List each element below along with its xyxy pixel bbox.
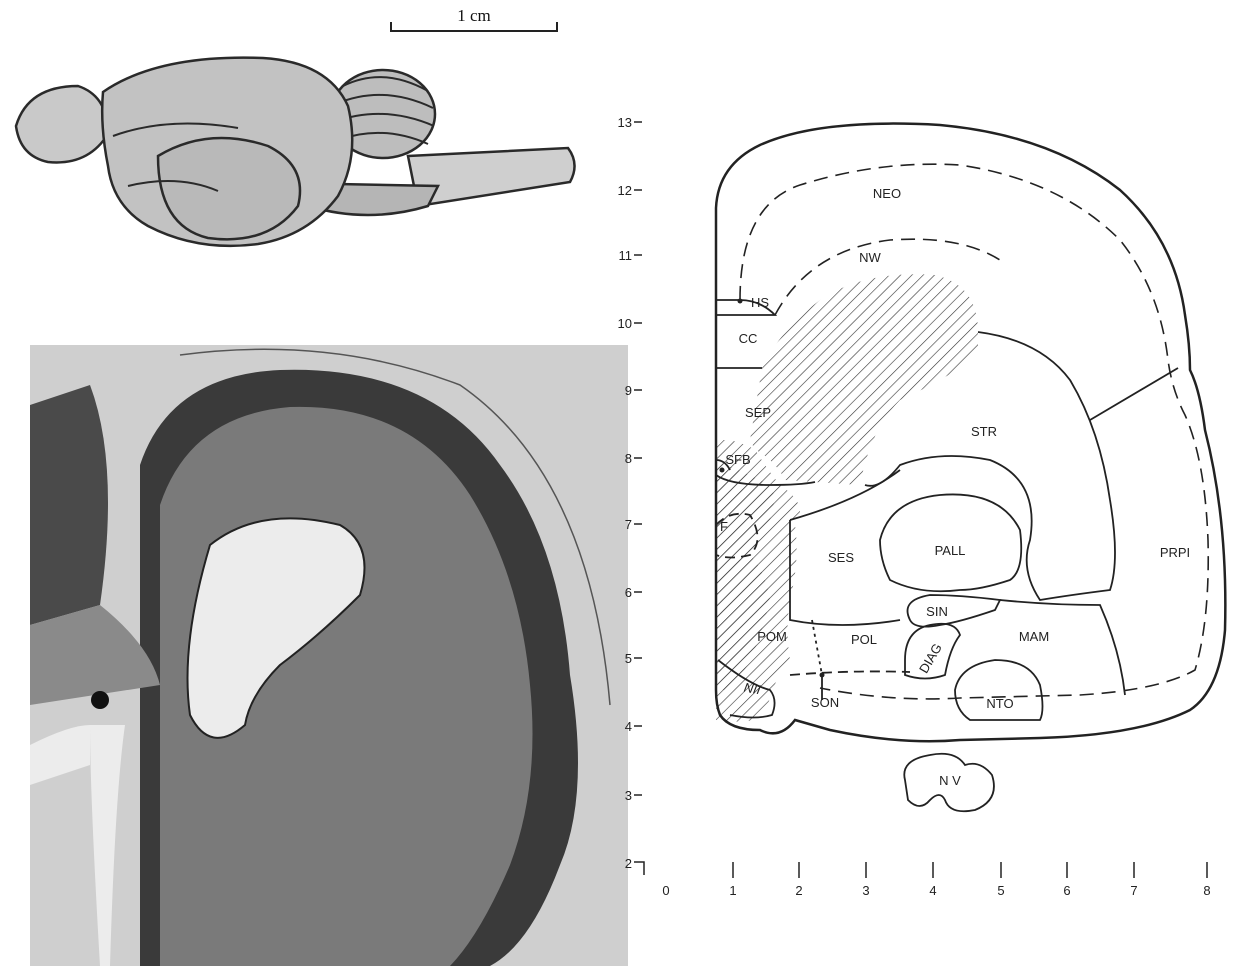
- x-tick-3: 3: [862, 862, 869, 898]
- x-tick-label-5: 5: [997, 883, 1004, 898]
- x-tick-7: 7: [1130, 862, 1137, 898]
- region-label-str: STR: [971, 424, 997, 439]
- x-tick-label-8: 8: [1203, 883, 1210, 898]
- region-label-mam: MAM: [1019, 629, 1049, 644]
- region-label-cc: CC: [739, 331, 758, 346]
- x-tick-label-0: 0: [662, 883, 669, 898]
- region-label-neo: NEO: [873, 186, 901, 201]
- x-tick-8: 8: [1203, 862, 1210, 898]
- region-label-son: SON: [811, 695, 839, 710]
- y-tick-3: 3: [625, 788, 642, 803]
- y-tick-5: 5: [625, 651, 642, 666]
- y-tick-label-7: 7: [625, 517, 632, 532]
- y-tick-8: 8: [625, 451, 642, 466]
- y-tick-label-12: 12: [618, 183, 632, 198]
- region-label-nii: NII: [743, 680, 762, 698]
- x-tick-label-2: 2: [795, 883, 802, 898]
- region-label-pall: PALL: [935, 543, 966, 558]
- region-label-nto: NTO: [986, 696, 1013, 711]
- x-tick-5: 5: [997, 862, 1004, 898]
- y-tick-label-4: 4: [625, 719, 632, 734]
- region-label-nw: NW: [859, 250, 881, 265]
- y-tick-13: 13: [618, 115, 642, 130]
- y-tick-label-3: 3: [625, 788, 632, 803]
- region-label-pom: POM: [757, 629, 787, 644]
- y-tick-2: 2: [625, 856, 644, 875]
- x-tick-label-7: 7: [1130, 883, 1137, 898]
- region-label-ses: SES: [828, 550, 854, 565]
- x-tick-label-1: 1: [729, 883, 736, 898]
- y-tick-12: 12: [618, 183, 642, 198]
- region-label-nv: N V: [939, 773, 961, 788]
- x-tick-6: 6: [1063, 862, 1070, 898]
- x-tick-label-4: 4: [929, 883, 936, 898]
- atlas-diagram: 13 12 11 10 9 8 7 6 5 4 3 2 0 1 2 3 4 5 …: [600, 100, 1237, 966]
- y-tick-label-5: 5: [625, 651, 632, 666]
- sin-boundary: [908, 595, 1001, 627]
- region-label-hs: HS: [751, 295, 769, 310]
- x-tick-label-3: 3: [862, 883, 869, 898]
- x-tick-4: 4: [929, 862, 936, 898]
- region-label-diag: DIAG: [916, 641, 945, 676]
- lower-dashed: [790, 671, 910, 675]
- scale-bar: 1 cm: [388, 6, 560, 36]
- y-tick-label-6: 6: [625, 585, 632, 600]
- y-tick-label-11: 11: [619, 248, 633, 263]
- region-label-sin: SIN: [926, 604, 948, 619]
- region-label-f: F: [720, 519, 728, 534]
- y-tick-7: 7: [625, 517, 642, 532]
- region-label-sep: SEP: [745, 405, 771, 420]
- y-tick-label-8: 8: [625, 451, 632, 466]
- coronal-section-micrograph: [30, 345, 628, 966]
- y-tick-label-10: 10: [618, 316, 632, 331]
- region-label-prpi: PRPI: [1160, 545, 1190, 560]
- y-tick-11: 11: [619, 248, 643, 263]
- x-tick-2: 2: [795, 862, 802, 898]
- y-tick-label-13: 13: [618, 115, 632, 130]
- region-label-pol: POL: [851, 632, 877, 647]
- mam-boundary: [1000, 600, 1125, 695]
- pom-pol-dotted: [812, 620, 822, 675]
- nto-boundary: [955, 660, 1043, 720]
- ses-boundary: [790, 470, 900, 625]
- x-tick-1: 1: [729, 862, 736, 898]
- y-tick-label-2: 2: [625, 856, 632, 871]
- x-tick-0: 0: [662, 883, 669, 898]
- y-tick-4: 4: [625, 719, 642, 734]
- prpi-boundary: [1090, 368, 1178, 420]
- scale-bar-label: 1 cm: [388, 6, 560, 26]
- brain-lateral-view: [8, 56, 583, 266]
- y-tick-6: 6: [625, 585, 642, 600]
- x-tick-label-6: 6: [1063, 883, 1070, 898]
- region-label-sfb: SFB: [725, 452, 750, 467]
- y-tick-9: 9: [625, 383, 642, 398]
- y-tick-label-9: 9: [625, 383, 632, 398]
- y-tick-10: 10: [618, 316, 642, 331]
